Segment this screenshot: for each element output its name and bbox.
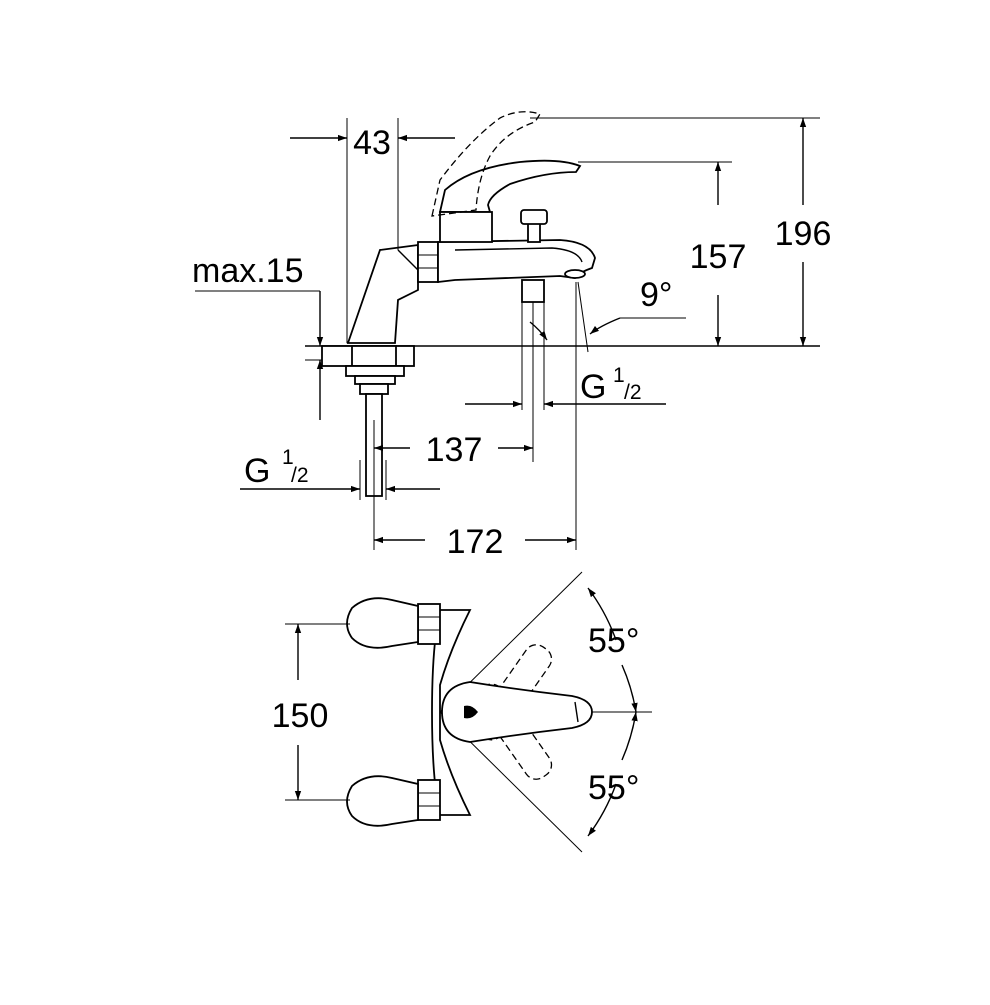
mounting-nut [345,365,405,377]
lever-handle [438,159,582,213]
pillar-body [346,243,419,344]
top-nut-upper [417,603,441,645]
pillar-edge [397,249,419,271]
lever-handle-open-dashed [431,111,542,217]
dim-137-label: 137 [426,431,483,469]
g-left-numerator: 1 [282,446,294,469]
spout-inner-edge [454,247,583,263]
inlet-union-upper [346,597,419,649]
mixer-body [431,609,472,816]
top-view: 150 55° 55° [272,571,652,853]
g-left-denominator: /2 [291,464,309,487]
top-nut-lower [417,779,441,821]
diverter-knob [520,209,548,225]
dim-157-label: 157 [690,238,747,276]
side-view: 43 max.15 157 196 9° G 1 /2 137 G [192,111,832,561]
dim-150-label: 150 [272,697,329,735]
dim-172-label: 172 [447,523,504,561]
lever-top-view [441,681,593,743]
g-left-letter: G [244,452,270,490]
shower-outlet [521,279,545,303]
g-right-denominator: /2 [624,381,642,404]
g-right-numerator: 1 [613,364,625,387]
dim-43-label: 43 [353,124,391,162]
inlet-union-lower [346,775,419,827]
angle-55-top-label: 55° [588,622,639,660]
dim-196-label: 196 [775,215,832,253]
handle-rotated-down-dashed [475,683,553,780]
angle-55-bottom-label: 55° [588,769,639,807]
angle-9-label: 9° [640,276,673,314]
g-right-letter: G [580,368,606,406]
dim-max15-label: max.15 [192,252,304,290]
diverter-stem [527,221,541,243]
cartridge-housing [439,211,493,243]
connector-nut [417,241,439,283]
lever-indicator-mark [464,705,478,719]
spout-outlet [564,269,586,279]
